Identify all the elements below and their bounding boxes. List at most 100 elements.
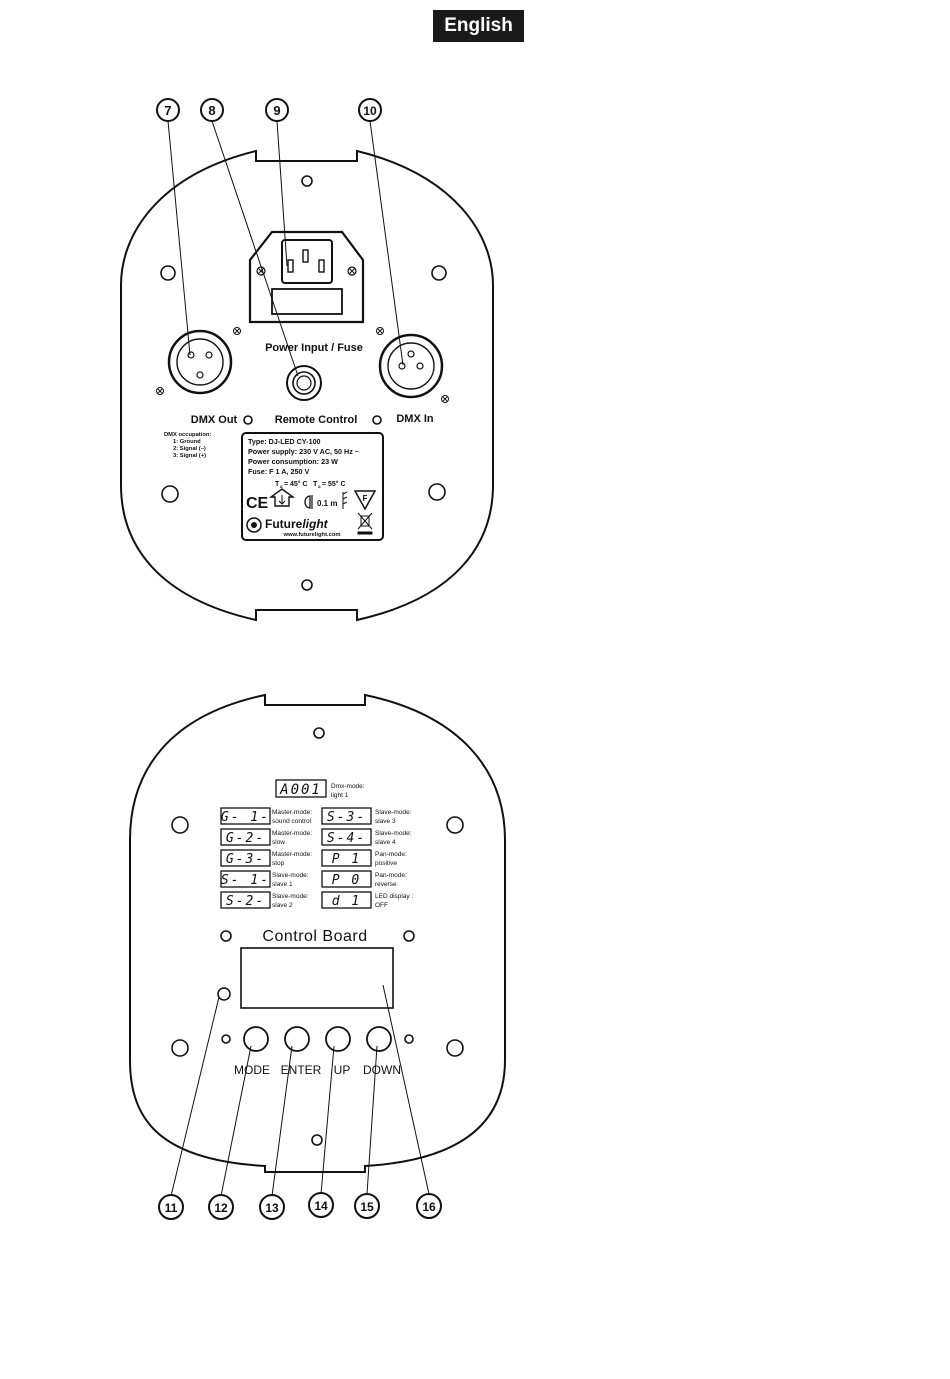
type-plate: Type: DJ-LED CY-100 Power supply: 230 V …: [241, 432, 384, 541]
power-inlet: [248, 230, 365, 324]
mode-desc-detail: slow: [272, 839, 285, 846]
screw-icon: [347, 266, 357, 276]
min-distance: 0.1 m: [317, 499, 337, 508]
mode-desc-detail: slave 4: [375, 839, 396, 846]
svg-text:=: =: [284, 481, 288, 488]
svg-text:8: 8: [208, 103, 215, 118]
ce-mark: CE: [246, 495, 269, 512]
dmx-pin-2: 2: Signal (–): [173, 446, 206, 452]
mode-row: S-3-Slave-mode:slave 3: [321, 807, 412, 825]
board-leader-lines: [170, 984, 430, 1197]
callout-8: 8: [200, 98, 224, 122]
callout-7: 7: [156, 98, 180, 122]
svg-text:T: T: [313, 481, 318, 488]
mounting-hole: [428, 483, 446, 501]
screw-icon: [441, 395, 449, 403]
mounting-hole: [404, 1034, 414, 1044]
mode-code: G-2-: [226, 831, 265, 846]
mode-row: S-4-Slave-mode:slave 4: [321, 828, 412, 846]
mounting-hole: [403, 930, 415, 942]
dmx-mode-row: A001 Dmx-mode: light 1: [275, 779, 365, 799]
segment-display: [321, 828, 372, 846]
mode-desc: Pan-mode:: [375, 851, 407, 858]
mode-code: d 1: [332, 894, 361, 909]
board-mounting-holes: [171, 727, 464, 1146]
svg-text:13: 13: [265, 1201, 279, 1215]
dmx-pin-1: 1: Ground: [173, 439, 201, 445]
mode-row: S- 1-Slave-mode:slave 1: [220, 870, 309, 888]
segment-display: [220, 891, 271, 909]
brand-logo-icon: [246, 517, 262, 533]
mode-desc: Slave-mode:: [375, 809, 412, 816]
up-button[interactable]: UP: [325, 1026, 351, 1077]
rear-panel: Power Input / Fuse DMX Out: [120, 98, 494, 622]
mounting-hole: [171, 1039, 189, 1057]
svg-text:light 1: light 1: [331, 792, 349, 799]
svg-text:F: F: [363, 494, 368, 503]
segment-display: [321, 807, 372, 825]
svg-text:T: T: [275, 481, 280, 488]
mode-code: P 0: [332, 873, 361, 888]
svg-text:16: 16: [422, 1200, 436, 1214]
mode-desc-detail: stop: [272, 860, 285, 867]
board-callouts: 11 12 13 14 15 16: [158, 1192, 442, 1220]
distance-icon: [304, 495, 313, 509]
mode-table: G- 1-Master-mode:sound controlG-2-Master…: [220, 807, 413, 909]
f-mark-icon: F: [353, 490, 377, 511]
callout-15: 15: [354, 1193, 380, 1219]
segment-display: [220, 807, 271, 825]
svg-text:=: =: [322, 481, 326, 488]
callout-16: 16: [416, 1193, 442, 1219]
mode-desc: Master-mode:: [272, 809, 312, 816]
callout-9: 9: [265, 98, 289, 122]
mounting-hole: [446, 816, 464, 834]
mounting-hole: [171, 816, 189, 834]
svg-text:11: 11: [165, 1201, 178, 1215]
type-line: Type: DJ-LED CY-100: [248, 437, 321, 446]
mode-desc: Master-mode:: [272, 851, 312, 858]
segment-display: [321, 870, 372, 888]
mode-desc-detail: slave 1: [272, 881, 293, 888]
segment-display: [321, 849, 372, 867]
svg-text:Dmx-mode:: Dmx-mode:: [331, 783, 365, 790]
mounting-hole: [220, 930, 232, 942]
down-button[interactable]: DOWN: [363, 1026, 401, 1077]
dmx-out-label: DMX Out: [191, 414, 238, 426]
website: www.futurelight.com: [282, 532, 340, 538]
svg-text:MODE: MODE: [234, 1063, 270, 1077]
mounting-hole: [446, 1039, 464, 1057]
mode-desc: Master-mode:: [272, 830, 312, 837]
dmx-in-label: DMX In: [396, 413, 434, 425]
mounting-hole: [221, 1034, 231, 1044]
remote-control-label: Remote Control: [275, 414, 358, 426]
callout-13: 13: [259, 1194, 285, 1220]
svg-text:a: a: [318, 484, 321, 489]
mounting-hole: [301, 579, 313, 591]
power-input-label: Power Input / Fuse: [265, 342, 363, 354]
mode-code: G-3-: [226, 852, 265, 867]
segment-display: [321, 891, 372, 909]
screw-icon: [233, 327, 241, 335]
rear-leader-lines: [167, 120, 404, 377]
brand-name: Futurelight: [265, 517, 329, 531]
mounting-hole: [161, 485, 179, 503]
screw-icon: [376, 327, 384, 335]
mounting-hole: [313, 727, 325, 739]
power-supply-line: Power supply: 230 V AC, 50 Hz ~: [248, 447, 359, 456]
dmx-out-connector: [156, 327, 241, 395]
control-buttons: MODE ENTER UP DOWN: [234, 1026, 401, 1077]
svg-text:7: 7: [164, 103, 171, 118]
svg-text:a: a: [280, 484, 283, 489]
fuse-line: Fuse: F 1 A, 250 V: [248, 467, 309, 476]
mounting-hole: [301, 175, 313, 187]
power-consumption-line: Power consumption: 23 W: [248, 457, 338, 466]
mode-code: P 1: [332, 852, 361, 867]
mode-button[interactable]: MODE: [234, 1026, 270, 1077]
dmx-occupation-title: DMX occupation:: [164, 432, 211, 438]
mode-desc: Slave-mode:: [272, 872, 309, 879]
enter-button[interactable]: ENTER: [281, 1026, 322, 1077]
mode-desc-detail: slave 3: [375, 818, 396, 825]
temp-a: 45° C: [290, 480, 308, 488]
mounting-hole: [372, 415, 382, 425]
